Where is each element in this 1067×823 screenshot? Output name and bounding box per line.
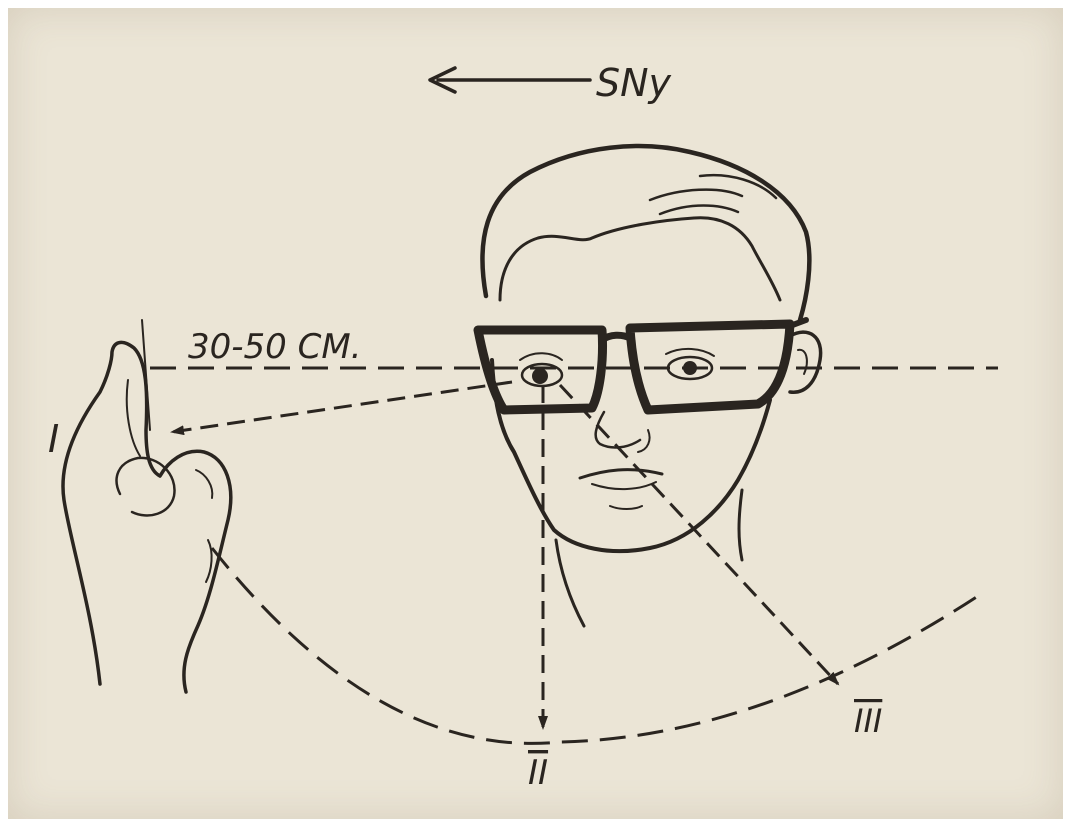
neck-left (556, 540, 584, 626)
hair-strand-1 (650, 190, 742, 200)
position-label-1: I (48, 417, 59, 461)
hand-outline (63, 342, 231, 692)
head-illustration (478, 146, 821, 626)
position-label-3: III (854, 702, 882, 740)
direction-label: SNy (596, 61, 672, 105)
chin-line (610, 506, 642, 509)
right-eyelid (666, 349, 714, 356)
mouth-lower (592, 482, 656, 489)
distance-label: 30-50 CM. (188, 327, 362, 367)
finger-crease (127, 380, 140, 456)
neck-right (739, 490, 742, 560)
ear-outline (790, 332, 821, 392)
position-label-2: II (528, 753, 548, 793)
hand-illustration (63, 342, 231, 692)
knuckle-crease (196, 470, 212, 498)
hair-strand-2 (660, 206, 738, 215)
mouth-upper (580, 470, 662, 478)
ear-detail (798, 350, 807, 374)
right-pupil (683, 361, 697, 375)
gaze-arrow-position-3 (560, 385, 838, 684)
left-pupil (532, 368, 548, 384)
direction-indicator: SNy (430, 61, 672, 105)
gaze-arrow-position-1 (172, 382, 512, 432)
hair-outline (482, 146, 809, 320)
glasses-bridge (602, 335, 630, 340)
hairline (500, 218, 780, 300)
face-outline (492, 360, 770, 551)
palm-crease (206, 540, 212, 582)
left-eyelid (520, 353, 562, 360)
